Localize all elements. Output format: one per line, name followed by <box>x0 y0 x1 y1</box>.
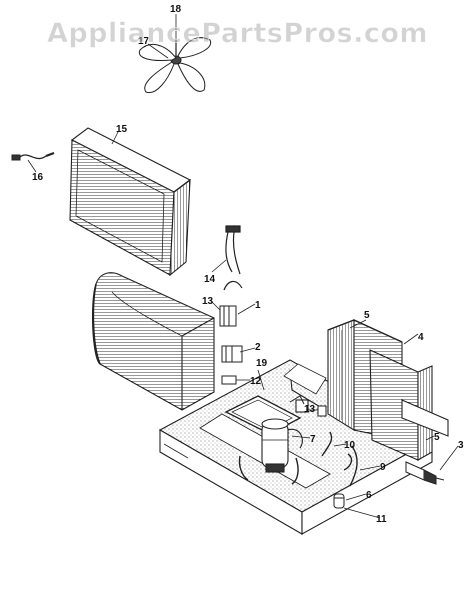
callout-5-upper: 5 <box>364 310 370 321</box>
callout-7: 7 <box>310 434 316 445</box>
callout-17: 17 <box>138 36 150 47</box>
callout-12: 12 <box>250 376 262 387</box>
callout-14: 14 <box>204 274 216 285</box>
refrigerant-tubing-part <box>238 431 358 487</box>
callout-2: 2 <box>255 342 261 353</box>
fan-blade-part <box>138 37 212 94</box>
callout-19: 19 <box>256 358 268 369</box>
callout-13: 13 <box>202 296 214 307</box>
callout-6: 6 <box>366 490 372 501</box>
callout-11: 11 <box>376 514 387 525</box>
callout-3: 3 <box>458 440 464 451</box>
callout-16: 16 <box>32 172 44 183</box>
evaporator-coil-part <box>327 319 449 461</box>
power-plug-part <box>405 461 445 485</box>
callout-4: 4 <box>418 332 424 343</box>
callout-9: 9 <box>380 462 386 473</box>
condenser-coil-part <box>69 127 192 277</box>
callout-5-lower: 5 <box>434 432 440 443</box>
callout-1: 1 <box>255 300 261 311</box>
capillary-tube-part <box>223 225 243 291</box>
callout-8: 13 <box>304 404 316 415</box>
sensor-probe-part <box>11 151 55 161</box>
leader-lines <box>27 14 459 519</box>
fitting-part <box>333 493 345 509</box>
callout-10: 10 <box>344 440 356 451</box>
callout-18: 18 <box>170 4 182 15</box>
compressor-part <box>261 399 309 473</box>
cabinet-shell-part <box>91 272 215 411</box>
mounting-bracket-part <box>219 305 243 385</box>
callout-15: 15 <box>116 124 128 135</box>
relay-part <box>289 395 327 417</box>
